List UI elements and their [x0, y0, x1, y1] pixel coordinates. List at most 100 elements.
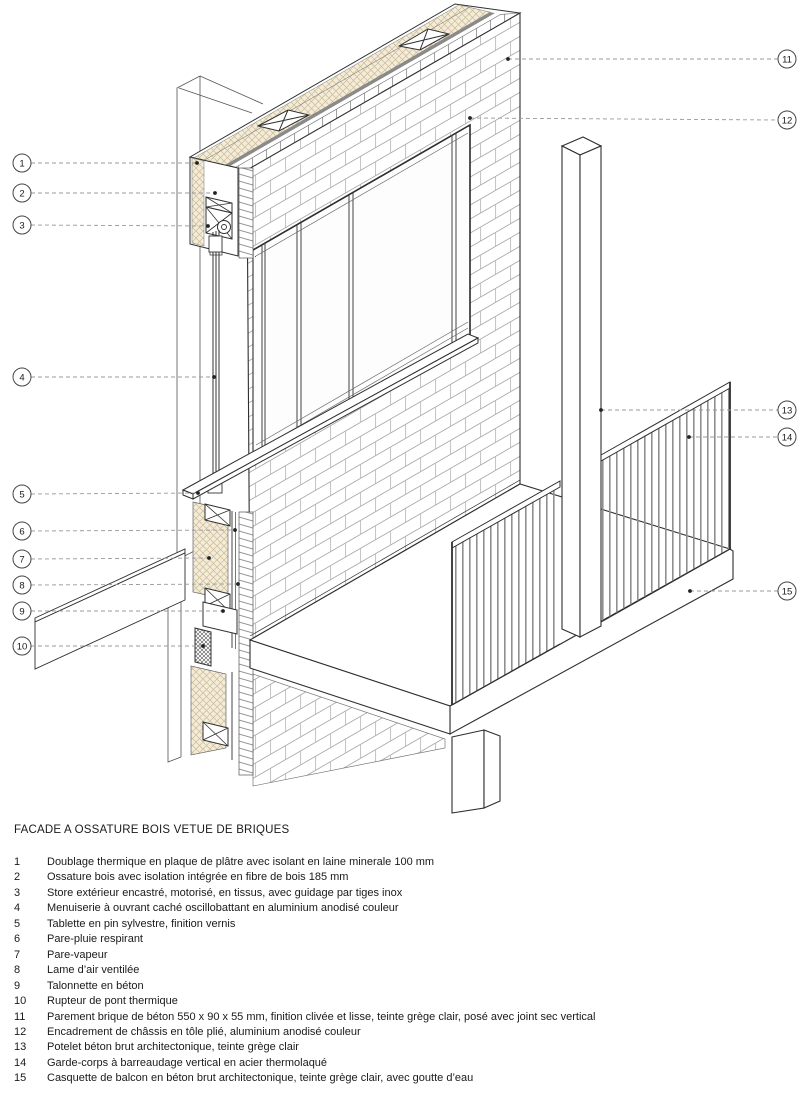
callout-5: 5	[12, 484, 200, 504]
callout-6: 6	[12, 521, 237, 541]
legend-item-text: Parement brique de béton 550 x 90 x 55 m…	[47, 1010, 596, 1023]
window-sill	[181, 333, 480, 500]
legend-item-number: 7	[14, 948, 21, 961]
callout-bubble	[12, 601, 32, 621]
legend-item-5: 5 Tablette en pin sylvestre, finition ver…	[14, 917, 805, 932]
callout-number: 5	[19, 489, 24, 500]
callout-bubble	[12, 549, 32, 569]
legend-item-14: 14 Garde-corps à barreaudage vertical en …	[14, 1056, 805, 1071]
legend-item-12: 12 Encadrement de châssis en tôle plié, a…	[14, 1025, 805, 1040]
legend-item-9: 9 Talonnette en béton	[14, 979, 805, 994]
legend-item-text: Tablette en pin sylvestre, finition vern…	[47, 917, 236, 930]
callout-number: 1	[19, 158, 24, 169]
legend-item-text: Potelet béton brut architectonique, tein…	[47, 1041, 299, 1054]
legend-item-13: 13 Potelet béton brut architectonique, te…	[14, 1040, 805, 1055]
legend-item-number: 2	[14, 871, 21, 884]
legend-item-text: Pare-pluie respirant	[47, 933, 143, 946]
leader-dot	[221, 609, 225, 613]
callout-bubble	[12, 183, 32, 203]
wall-head-section	[189, 156, 239, 257]
wall-top-cut	[188, 3, 522, 257]
drawing-title: FACADE A OSSATURE BOIS VETUE DE BRIQUES	[14, 824, 290, 836]
leader-dot	[233, 528, 237, 532]
callout-number: 11	[782, 54, 792, 65]
leader-line	[30, 224, 209, 227]
legend-item-7: 7 Pare-vapeur	[14, 948, 805, 963]
callout-3: 3	[12, 215, 210, 235]
legend-item-text: Doublage thermique en plaque de plâtre a…	[47, 856, 435, 868]
callout-number: 13	[782, 405, 793, 416]
legend-item-text: Garde-corps à barreaudage vertical en ac…	[47, 1056, 328, 1069]
callout-number: 10	[17, 641, 28, 652]
legend-item-text: Talonnette en béton	[47, 979, 144, 992]
callout-bubble	[777, 49, 797, 69]
legend-item-number: 11	[14, 1010, 26, 1023]
leader-dot	[213, 191, 217, 195]
callout-bubble	[12, 521, 32, 541]
balcony-side-face	[249, 639, 451, 735]
leader-dot	[212, 375, 216, 379]
callout-7: 7	[12, 549, 211, 569]
legend-item-text: Casquette de balcon en béton brut archit…	[47, 1072, 474, 1085]
legend-item-number: 15	[14, 1072, 27, 1085]
leader-dot	[196, 491, 200, 495]
callout-bubble	[12, 636, 32, 656]
legend-item-6: 6 Pare-pluie respirant	[14, 932, 805, 947]
callout-2: 2	[12, 183, 217, 203]
callout-number: 15	[782, 586, 793, 597]
legend-item-text: Pare-vapeur	[47, 948, 108, 961]
callout-9: 9	[12, 601, 225, 621]
legend-item-text: Encadrement de châssis en tôle plié, alu…	[47, 1025, 361, 1038]
legend-item-text: Store extérieur encastré, motorisé, en t…	[47, 886, 403, 899]
leader-line	[30, 529, 236, 532]
callout-bubble	[777, 400, 797, 420]
leader-line	[469, 117, 779, 121]
leader-line	[30, 492, 199, 495]
callout-bubble	[12, 215, 32, 235]
legend-item-number: 6	[14, 933, 21, 946]
window	[207, 127, 469, 494]
callout-bubble	[777, 581, 797, 601]
balcony-support-leg	[451, 729, 501, 814]
frame-cut-profile	[207, 230, 223, 494]
callout-number: 8	[19, 580, 24, 591]
callout-bubble	[777, 427, 797, 447]
callout-11: 11	[506, 49, 797, 69]
callout-number: 3	[19, 220, 24, 231]
timber-blocking-icon	[256, 28, 451, 132]
leader-dot	[688, 589, 692, 593]
callout-bubble	[12, 367, 32, 387]
leader-dot	[599, 408, 603, 412]
legend-item-number: 13	[14, 1041, 27, 1054]
leader-dot	[687, 435, 691, 439]
legend-item-number: 14	[14, 1056, 27, 1069]
callout-bubble	[12, 153, 32, 173]
callout-bubble	[12, 575, 32, 595]
legend-item-11: 11 Parement brique de béton 550 x 90 x 55…	[14, 1010, 805, 1025]
leader-dot	[195, 161, 199, 165]
talonnette	[202, 601, 238, 635]
callout-8: 8	[12, 575, 240, 595]
legend-item-number: 5	[14, 917, 21, 930]
callout-number: 4	[19, 372, 24, 383]
callout-bubble	[12, 484, 32, 504]
leader-dot	[207, 556, 211, 560]
leader-dot	[468, 116, 472, 120]
legend-item-3: 3 Store extérieur encastré, motorisé, en …	[14, 886, 805, 901]
legend-item-number: 4	[14, 902, 21, 915]
legend-item-number: 3	[14, 886, 21, 899]
callout-15: 15	[688, 581, 797, 601]
callout-1: 1	[12, 153, 199, 173]
floor-slab	[34, 548, 186, 670]
callout-number: 2	[19, 188, 24, 199]
legend-item-number: 12	[14, 1025, 27, 1038]
legend-item-number: 1	[14, 856, 21, 868]
legend-item-number: 9	[14, 979, 21, 992]
callout-14: 14	[687, 427, 797, 447]
